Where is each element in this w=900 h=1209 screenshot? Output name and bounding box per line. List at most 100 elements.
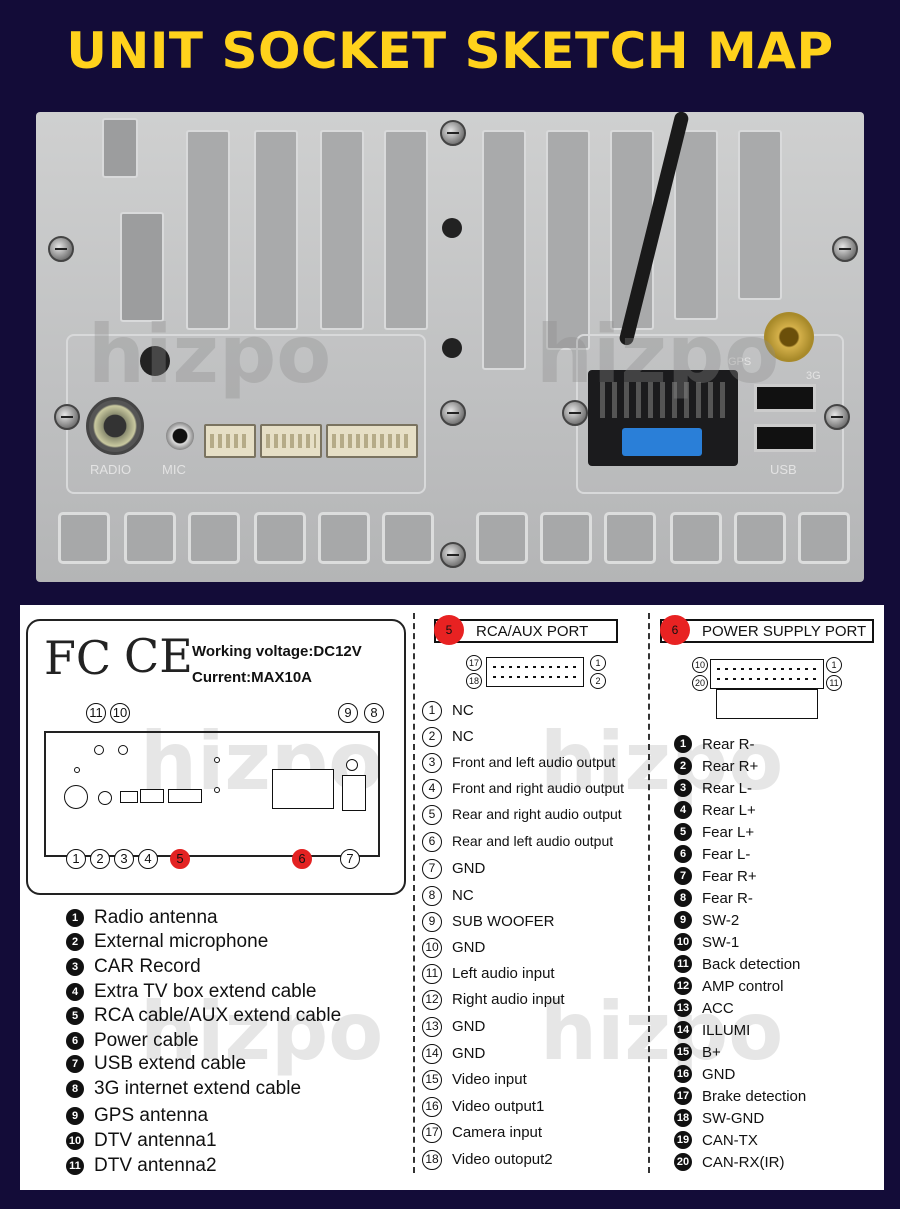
diagram-label: 6 xyxy=(292,849,312,869)
rca-aux-connector xyxy=(326,424,418,458)
vent-slot xyxy=(604,512,656,564)
radio-socket xyxy=(64,785,88,809)
vent-slot xyxy=(734,512,786,564)
rca-port-header: 5 RCA/AUX PORT xyxy=(434,615,618,645)
divider xyxy=(413,613,415,1173)
cooling-fin xyxy=(738,130,782,300)
rca-port-sketch xyxy=(486,657,584,687)
screw-icon xyxy=(832,236,858,262)
usb-port xyxy=(754,384,816,412)
dot xyxy=(214,757,220,763)
working-voltage: Working voltage:DC12V xyxy=(192,643,362,660)
vent-slot xyxy=(476,512,528,564)
sketch-pin-label: 18 xyxy=(466,673,482,689)
diagram-label: 7 xyxy=(340,849,360,869)
unit-back-photo: RADIO MIC GPS 3G USB hizpo hizpo xyxy=(36,110,864,582)
record-socket xyxy=(120,791,138,803)
sketch-pin-label: 11 xyxy=(826,675,842,691)
connector-pins xyxy=(600,382,726,418)
power-port-sketch xyxy=(710,659,824,689)
diagram-label: 10 xyxy=(110,703,130,723)
screw-icon xyxy=(48,236,74,262)
mount-hole xyxy=(442,338,462,358)
vent-slot xyxy=(798,512,850,564)
power-port-header: 6 POWER SUPPLY PORT xyxy=(660,615,874,645)
cooling-fin xyxy=(320,130,364,330)
cooling-fin xyxy=(120,212,164,322)
sketch-pin-label: 17 xyxy=(466,655,482,671)
cooling-fin xyxy=(482,130,526,370)
cooling-fin xyxy=(186,130,230,330)
dtv-socket xyxy=(94,745,104,755)
mount-hole xyxy=(442,218,462,238)
watermark: hizpo xyxy=(540,715,784,808)
vent-slot xyxy=(382,512,434,564)
watermark: hizpo xyxy=(88,308,332,401)
spec-sheet: hizpo hizpo hizpo hizpo FC CE Working vo… xyxy=(20,605,884,1190)
power-port-badge: 6 xyxy=(660,615,690,645)
3g-label: 3G xyxy=(806,370,821,382)
vent-slot xyxy=(188,512,240,564)
screw-icon xyxy=(440,120,466,146)
diagram-label: 11 xyxy=(86,703,106,723)
power-port-sketch-body xyxy=(716,689,818,719)
sketch-pin-label: 1 xyxy=(826,657,842,673)
gps-label: GPS xyxy=(728,356,752,368)
usb-port xyxy=(754,424,816,452)
vent-slot xyxy=(540,512,592,564)
diagram-label: 4 xyxy=(138,849,158,869)
diagram-label: 5 xyxy=(170,849,190,869)
vent-slot xyxy=(318,512,370,564)
diagram-label: 2 xyxy=(90,849,110,869)
divider xyxy=(648,613,650,1173)
current-rating: Current:MAX10A xyxy=(192,669,313,686)
mic-jack xyxy=(166,422,194,450)
screw-icon xyxy=(440,542,466,568)
diagram-label: 9 xyxy=(338,703,358,723)
power-socket xyxy=(272,769,334,809)
dtv-socket xyxy=(118,745,128,755)
tv-socket xyxy=(140,789,164,803)
vent-slot xyxy=(124,512,176,564)
clip-tab xyxy=(102,118,138,178)
sketch-pin-label: 2 xyxy=(590,673,606,689)
usb-socket xyxy=(342,775,366,811)
mount-hole xyxy=(140,346,170,376)
screw-icon xyxy=(440,400,466,426)
watermark: hizpo xyxy=(540,985,784,1078)
cooling-fin xyxy=(384,130,428,330)
sketch-pin-label: 20 xyxy=(692,675,708,691)
diagram-label: 8 xyxy=(364,703,384,723)
rca-port-badge: 5 xyxy=(434,615,464,645)
socket-diagram xyxy=(44,731,380,857)
